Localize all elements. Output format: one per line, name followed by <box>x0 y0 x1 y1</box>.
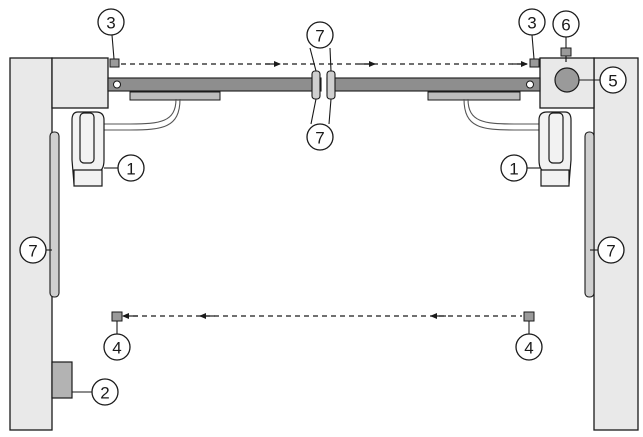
svg-text:1: 1 <box>509 160 518 179</box>
callout-3-right: 3 <box>518 8 546 36</box>
callout-7-bottom: 7 <box>306 123 334 151</box>
lead-3-right <box>531 34 535 60</box>
svg-text:4: 4 <box>524 339 533 358</box>
callout-5: 5 <box>599 66 627 94</box>
svg-text:3: 3 <box>527 14 536 33</box>
right-motor-cable <box>467 98 546 125</box>
svg-text:3: 3 <box>106 14 115 33</box>
lead-7-top-a <box>309 47 317 72</box>
left-sensitive-edge <box>49 131 60 298</box>
left-arm-plate <box>129 91 221 101</box>
svg-text:7: 7 <box>606 242 615 261</box>
left-motor-body <box>79 112 95 164</box>
callout-6: 6 <box>552 10 580 38</box>
lead-7-bottom-b <box>328 98 332 125</box>
svg-text:2: 2 <box>100 384 109 403</box>
left-motor-cable-2 <box>100 98 181 131</box>
lead-7-bottom-a <box>310 98 317 125</box>
lead-3-left <box>111 34 115 60</box>
callout-7-top: 7 <box>306 21 334 49</box>
right-arm-plate <box>427 91 521 101</box>
svg-text:5: 5 <box>608 72 617 91</box>
photocell-bottom-left <box>111 311 123 322</box>
callout-4-right: 4 <box>515 333 543 361</box>
right-arm-pivot <box>526 80 534 89</box>
antenna-base <box>560 47 572 57</box>
lead-7-top-b <box>329 47 332 72</box>
callout-4-left: 4 <box>103 333 131 361</box>
svg-text:7: 7 <box>28 242 37 261</box>
right-sensitive-edge <box>584 131 595 298</box>
right-motor-body <box>548 112 564 164</box>
left-edge-tip <box>311 70 321 100</box>
callout-3-left: 3 <box>97 8 125 36</box>
right-motor-cable-2 <box>463 98 546 131</box>
left-arm-pivot <box>113 80 121 89</box>
svg-text:6: 6 <box>561 16 570 35</box>
photocell-bottom-right <box>523 311 535 322</box>
left-boom-arm <box>107 77 322 92</box>
callout-2: 2 <box>91 378 119 406</box>
callout-7-right: 7 <box>597 236 625 264</box>
callout-1-left: 1 <box>117 154 145 182</box>
right-edge-tip <box>326 70 336 100</box>
callout-1-right: 1 <box>500 154 528 182</box>
right-boom-arm <box>326 77 541 92</box>
svg-text:4: 4 <box>112 339 121 358</box>
control-unit <box>51 361 73 399</box>
flashing-light <box>554 67 580 93</box>
photocell-top-left <box>109 58 120 68</box>
photocell-top-right <box>529 58 540 68</box>
svg-text:1: 1 <box>126 160 135 179</box>
left-motor-head <box>51 57 109 109</box>
svg-text:7: 7 <box>315 129 324 148</box>
callout-7-left: 7 <box>19 236 47 264</box>
svg-text:7: 7 <box>315 27 324 46</box>
left-motor-foot <box>73 169 103 187</box>
left-motor-cable <box>100 98 177 125</box>
right-motor-foot <box>540 169 570 187</box>
